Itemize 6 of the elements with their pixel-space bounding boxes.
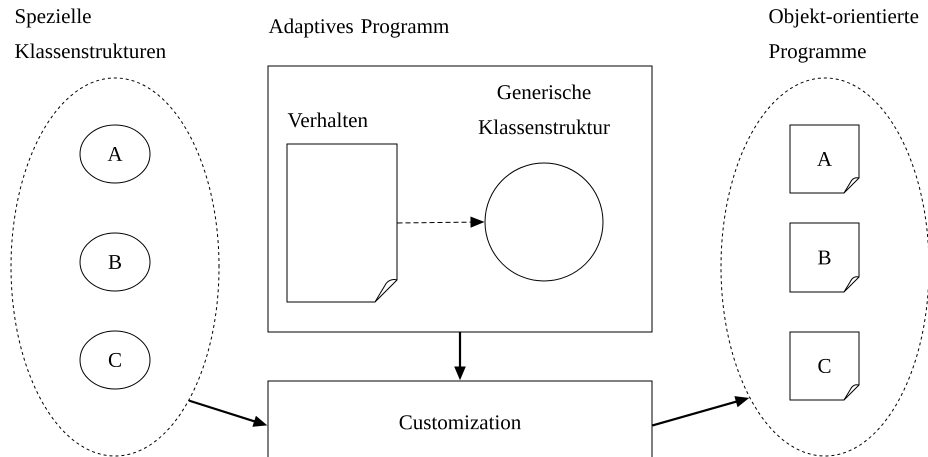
heading: Generische Klassenstruktur bbox=[478, 84, 610, 134]
heading: Adaptives Programm bbox=[268, 18, 449, 38]
program-box: Customization bbox=[268, 380, 652, 457]
heading: Spezielle Klassenstrukturen bbox=[15, 8, 166, 58]
heading: Objekt-orientierte Programme bbox=[769, 8, 918, 63]
heading: Verhalten bbox=[288, 112, 368, 128]
